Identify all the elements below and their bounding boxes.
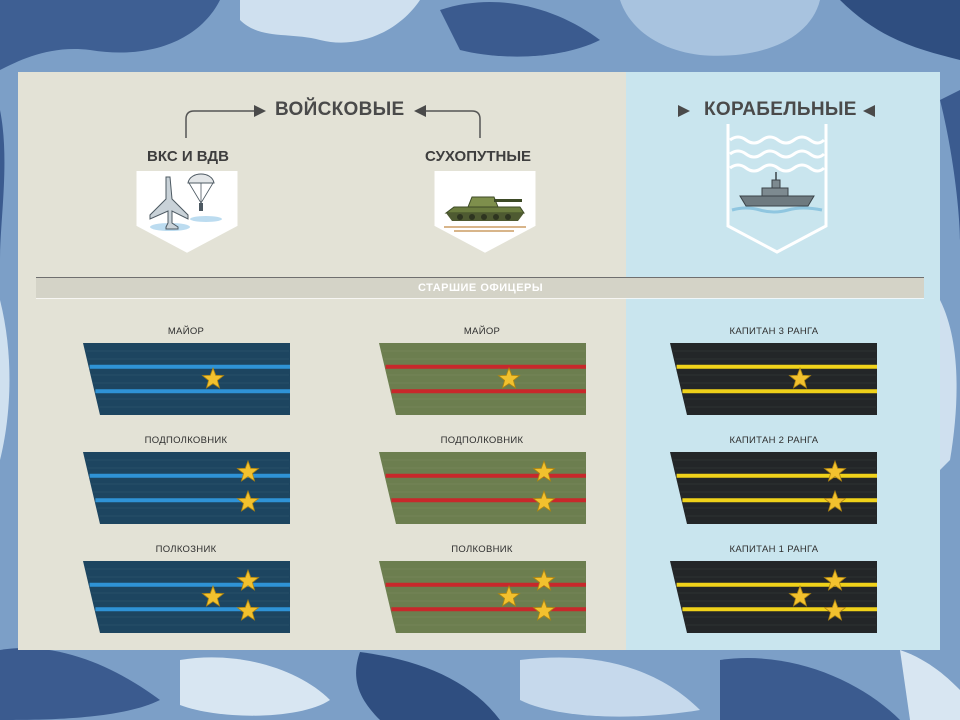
board-base bbox=[379, 561, 586, 633]
board-stripe bbox=[391, 498, 586, 503]
rank-star-icon bbox=[497, 584, 521, 607]
board-stripe bbox=[95, 389, 290, 394]
rank-star-icon bbox=[201, 584, 225, 607]
board-base bbox=[83, 561, 290, 633]
board-base bbox=[379, 452, 586, 524]
board-stripe bbox=[682, 607, 877, 612]
rank-star-icon bbox=[532, 598, 556, 621]
rank-star-icon bbox=[532, 459, 556, 482]
shoulder-board-ground-2 bbox=[379, 452, 586, 524]
shoulder-board-vks-1 bbox=[83, 343, 290, 415]
board-stripe bbox=[89, 473, 290, 478]
section-divider bbox=[36, 277, 924, 278]
rank-star-icon bbox=[532, 568, 556, 591]
board-base bbox=[83, 452, 290, 524]
branch-title-vks: ВКС И ВДВ bbox=[147, 148, 229, 165]
ship-waves-icon bbox=[726, 124, 828, 254]
tank-icon bbox=[434, 171, 536, 253]
rank-label-naval-3: КАПИТАН 1 РАНГА bbox=[729, 544, 819, 555]
board-stripe bbox=[95, 607, 290, 612]
board-stripe bbox=[95, 498, 290, 503]
rank-label-ground-3: ПОЛКОВНИК bbox=[451, 544, 513, 555]
board-base bbox=[83, 343, 290, 415]
shoulder-board-ground-3 bbox=[379, 561, 586, 633]
board-stripe bbox=[89, 582, 290, 587]
rank-star-icon bbox=[201, 366, 225, 389]
rank-star-icon bbox=[823, 459, 847, 482]
board-stripe bbox=[682, 389, 877, 394]
rank-star-icon bbox=[236, 459, 260, 482]
shoulder-board-naval-3 bbox=[670, 561, 877, 633]
board-base bbox=[670, 561, 877, 633]
shoulder-board-vks-2 bbox=[83, 452, 290, 524]
board-stripe bbox=[89, 364, 290, 369]
board-stripe bbox=[682, 498, 877, 503]
group-title-naval: КОРАБЕЛЬНЫЕ bbox=[704, 99, 857, 120]
section-title: СТАРШИЕ ОФИЦЕРЫ bbox=[418, 282, 544, 294]
board-stripe bbox=[676, 473, 877, 478]
board-stripe bbox=[385, 582, 586, 587]
jet-parachute-icon bbox=[136, 171, 238, 253]
rank-label-naval-1: КАПИТАН 3 РАНГА bbox=[729, 326, 819, 337]
shoulder-boards bbox=[83, 343, 877, 633]
board-stripe bbox=[391, 389, 586, 394]
rank-label-ground-1: МАЙОР bbox=[463, 326, 501, 337]
board-stripe bbox=[385, 473, 586, 478]
shoulder-board-naval-1 bbox=[670, 343, 877, 415]
board-base bbox=[670, 452, 877, 524]
board-stripe bbox=[391, 607, 586, 612]
section-bar bbox=[36, 278, 924, 298]
rank-star-icon bbox=[823, 489, 847, 512]
section-underline bbox=[36, 298, 924, 299]
rank-star-icon bbox=[788, 584, 812, 607]
rank-label-naval-2: КАПИТАН 2 РАНГА bbox=[729, 435, 819, 446]
rank-label-vks-3: ПОЛКОЗНИК bbox=[155, 544, 217, 555]
rank-star-icon bbox=[532, 489, 556, 512]
infographic-panel: ВОЙСКОВЫЕ КОРАБЕЛЬНЫЕ ВКС И ВДВ СУХОПУТН… bbox=[18, 72, 940, 650]
shoulder-board-vks-3 bbox=[83, 561, 290, 633]
group-title-troops: ВОЙСКОВЫЕ bbox=[275, 99, 405, 120]
shoulder-board-ground-1 bbox=[379, 343, 586, 415]
branch-title-ground: СУХОПУТНЫЕ bbox=[424, 148, 532, 165]
rank-label-ground-2: ПОДПОЛКОВНИК bbox=[440, 435, 524, 446]
board-base bbox=[379, 343, 586, 415]
rank-star-icon bbox=[497, 366, 521, 389]
rank-star-icon bbox=[236, 568, 260, 591]
board-base bbox=[670, 343, 877, 415]
board-stripe bbox=[385, 364, 586, 369]
board-stripe bbox=[676, 582, 877, 587]
rank-label-vks-1: МАЙОР bbox=[167, 326, 205, 337]
rank-star-icon bbox=[823, 568, 847, 591]
board-stripe bbox=[676, 364, 877, 369]
rank-star-icon bbox=[236, 489, 260, 512]
shoulder-board-naval-2 bbox=[670, 452, 877, 524]
group-connector bbox=[185, 105, 875, 138]
rank-star-icon bbox=[823, 598, 847, 621]
rank-label-vks-2: ПОДПОЛКОВНИК bbox=[144, 435, 228, 446]
rank-star-icon bbox=[236, 598, 260, 621]
rank-star-icon bbox=[788, 366, 812, 389]
